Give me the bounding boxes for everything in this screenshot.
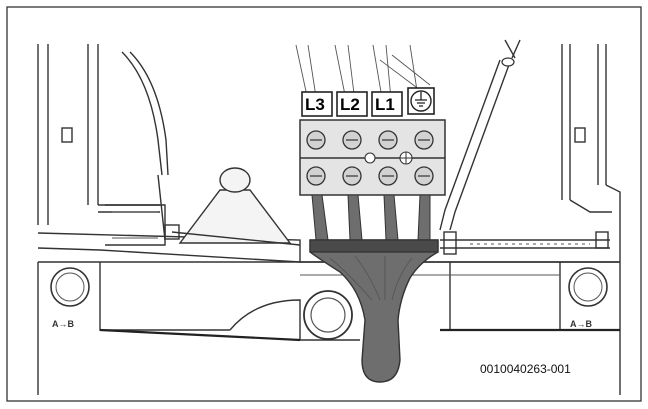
terminal-label-l1: L1 — [371, 91, 403, 117]
left-cable-clamp — [105, 51, 180, 246]
housing-base-plate — [37, 228, 621, 395]
terminal-label-l2: L2 — [336, 91, 368, 117]
main-cable-sheath — [309, 239, 439, 383]
center-cable-hole — [303, 290, 353, 340]
strain-relief-cone — [171, 167, 301, 246]
figure-id: 0010040263-001 — [480, 362, 571, 376]
ground-symbol-icon — [407, 87, 435, 115]
terminal-label-l3: L3 — [301, 91, 333, 117]
terminal-screws — [306, 130, 434, 186]
left-mounting-hole — [50, 267, 90, 307]
right-cable-rail — [440, 231, 610, 255]
left-side-label: A→B — [52, 319, 74, 329]
svg-text:L1: L1 — [375, 95, 395, 114]
svg-text:L2: L2 — [340, 95, 360, 114]
right-mounting-hole — [568, 267, 608, 307]
right-housing-wall — [561, 44, 621, 228]
right-side-label: A→B — [570, 319, 592, 329]
figure-frame — [6, 6, 642, 402]
svg-text:L3: L3 — [305, 95, 325, 114]
right-lead-wire — [439, 39, 521, 231]
